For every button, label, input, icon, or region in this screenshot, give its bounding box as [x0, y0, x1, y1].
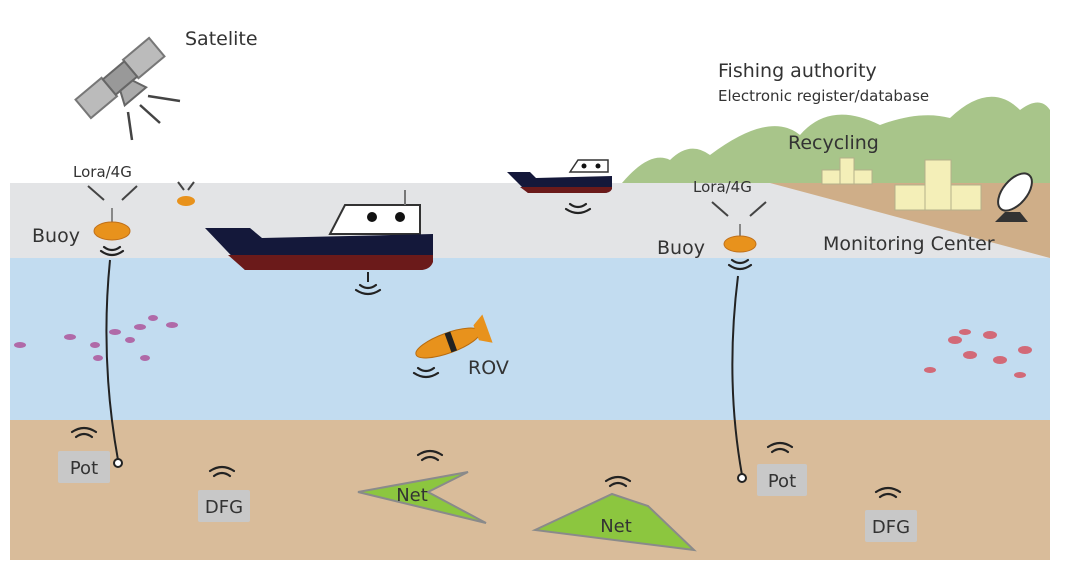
dfg-right-label: DFG [872, 517, 910, 538]
buoy-right-signal-icon [727, 258, 753, 271]
net-right-signal-icon [604, 475, 632, 488]
recycling-building-icon [821, 157, 873, 185]
anchor-ring-right [737, 473, 747, 483]
buoy-left-label: Buoy [32, 225, 80, 247]
satellite-dish-icon [995, 172, 1033, 222]
lora-right-signal-icon [711, 201, 767, 217]
net-left-signal-icon [416, 449, 444, 462]
pot-right-signal-icon [766, 441, 794, 454]
pot-left-label: Pot [70, 458, 98, 479]
net-left-label: Net [396, 485, 428, 506]
net-left: Net [357, 471, 487, 524]
lora-right-label: Lora/4G [693, 178, 752, 196]
register-label: Electronic register/database [718, 87, 929, 105]
pot-right-label: Pot [768, 471, 796, 492]
anchor-ring-left [113, 458, 123, 468]
recycling-label: Recycling [788, 132, 879, 154]
dfg-right-signal-icon [874, 486, 902, 499]
pot-left: Pot [58, 451, 110, 483]
rov-icon [415, 314, 493, 359]
fish-school-right [924, 329, 1032, 378]
buoy-right-icon [723, 224, 757, 253]
monitoring-center-label: Monitoring Center [823, 233, 995, 255]
fishing-vessel-small-icon [507, 159, 612, 193]
dfg-right: DFG [865, 510, 917, 542]
satellite-icon [74, 36, 166, 120]
rov-signal-icon [412, 366, 440, 379]
fishing-vessel-large-icon [205, 190, 433, 270]
satellite-signal-icon [126, 94, 181, 141]
mooring-line-right [731, 275, 743, 476]
buoy-right-label: Buoy [657, 237, 705, 259]
rov-label: ROV [468, 357, 509, 379]
pot-right: Pot [757, 464, 807, 496]
buoy-left-icon [93, 208, 131, 241]
fish-school-left [14, 315, 178, 361]
water [10, 258, 1050, 422]
small-buoy-icon [177, 181, 195, 206]
mooring-line-left [105, 259, 119, 461]
pot-left-signal-icon [70, 426, 98, 439]
fishing-authority-label: Fishing authority [718, 60, 877, 82]
net-right: Net [531, 492, 697, 552]
dfg-left: DFG [198, 490, 250, 522]
monitoring-center-building-icon [894, 159, 982, 211]
lora-left-signal-icon [87, 185, 138, 201]
dfg-left-label: DFG [205, 497, 243, 518]
dfg-left-signal-icon [208, 465, 236, 478]
buoy-left-signal-icon [99, 245, 125, 257]
vessel-large-signal-icon [354, 283, 382, 296]
lora-left-label: Lora/4G [73, 163, 132, 181]
net-right-label: Net [600, 516, 632, 537]
vessel-small-signal-icon [564, 202, 592, 215]
satellite-label: Satelite [185, 28, 258, 50]
